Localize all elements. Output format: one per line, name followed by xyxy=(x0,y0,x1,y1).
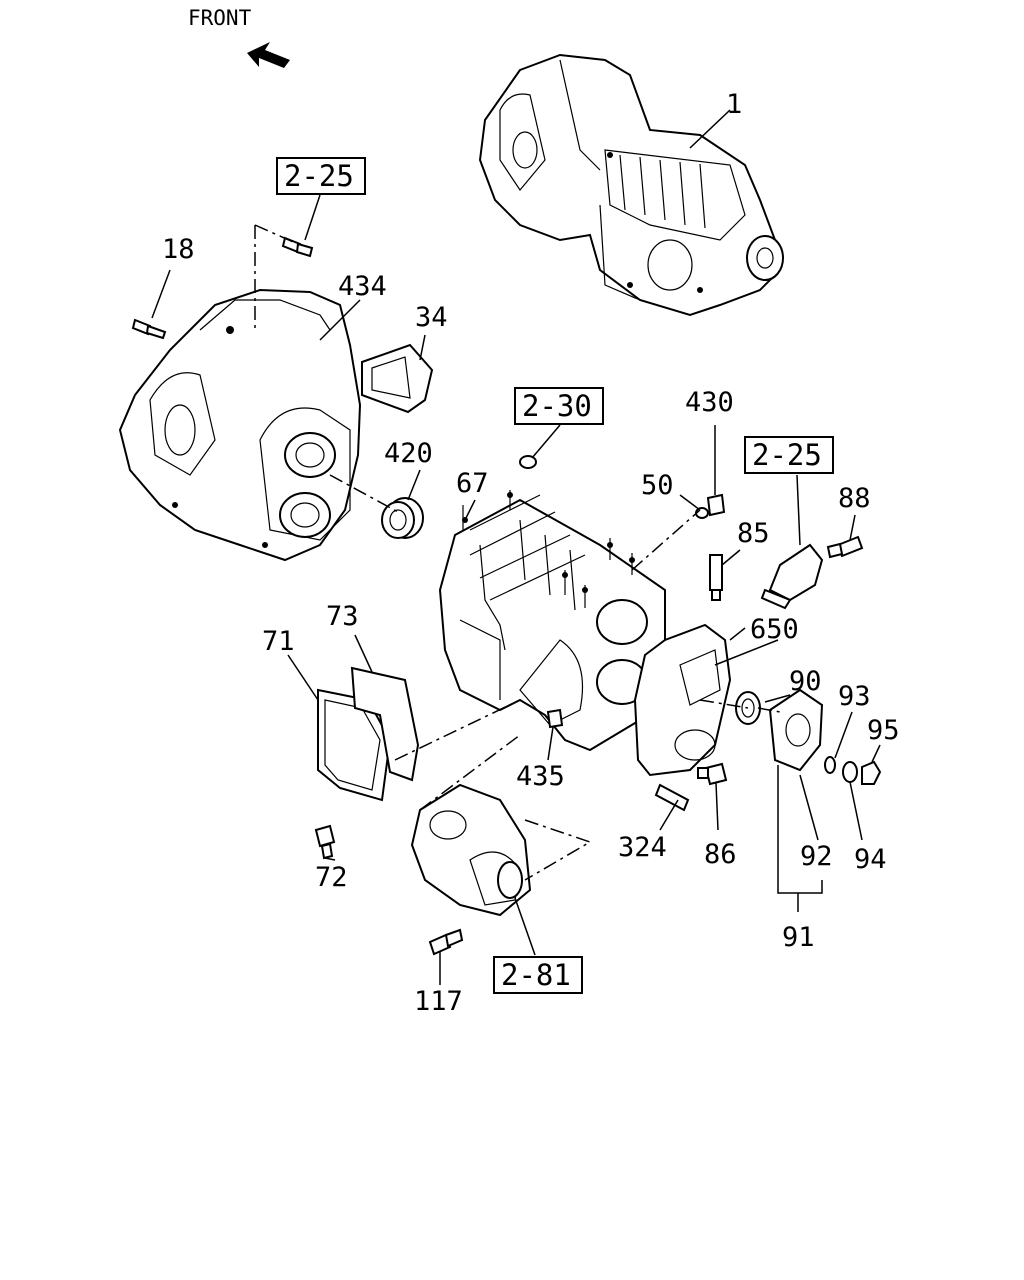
callout: 95 xyxy=(867,715,900,746)
stud-324 xyxy=(654,783,690,812)
ref-box-2: 2-30 xyxy=(514,387,604,425)
callout: 50 xyxy=(641,470,674,501)
callout: 67 xyxy=(456,468,489,499)
callout: 430 xyxy=(685,387,734,418)
bolt-72 xyxy=(314,824,336,860)
rear-cover-650 xyxy=(633,623,732,777)
callout: 90 xyxy=(789,666,822,697)
svg-text:2-30: 2-30 xyxy=(522,389,592,423)
washer-50 xyxy=(695,507,709,519)
callout: 34 xyxy=(415,302,448,333)
callout: 91 xyxy=(782,922,815,953)
callout: 88 xyxy=(838,483,871,514)
callout: 71 xyxy=(262,626,295,657)
callout: 1 xyxy=(726,89,742,120)
callout: 18 xyxy=(162,234,195,265)
flange-92 xyxy=(768,688,824,772)
transmission-assembly xyxy=(478,53,784,317)
speedometer-gear xyxy=(760,543,824,610)
bolt-88 xyxy=(826,535,864,559)
ref-box-1: 2-25 xyxy=(276,157,366,195)
callout: 650 xyxy=(750,614,799,645)
ref-box-4: 2-81 xyxy=(493,956,583,994)
bolt-2-25 xyxy=(281,236,314,258)
gasket-73 xyxy=(350,666,420,782)
svg-text:2-81: 2-81 xyxy=(501,958,571,992)
plug-2-30 xyxy=(519,455,537,469)
bolt-430 xyxy=(706,493,726,517)
pto-unit xyxy=(410,783,532,917)
nut-95 xyxy=(861,760,882,785)
clutch-housing xyxy=(118,288,362,562)
leader-lines xyxy=(151,109,881,985)
callout: 92 xyxy=(800,841,833,872)
bolt-86 xyxy=(697,762,728,786)
callout: 324 xyxy=(618,832,667,863)
switch-85 xyxy=(709,554,723,601)
callout: 420 xyxy=(384,438,433,469)
callout: 434 xyxy=(338,271,387,302)
transmission-case xyxy=(438,490,666,752)
svg-text:2-25: 2-25 xyxy=(284,159,354,193)
ref-box-3: 2-25 xyxy=(744,436,834,474)
callout: 73 xyxy=(326,601,359,632)
bolt-435 xyxy=(546,708,564,729)
assembly-lines xyxy=(254,224,781,881)
bolt-117 xyxy=(428,928,464,956)
front-label: FRONT xyxy=(188,6,252,30)
callout: 72 xyxy=(315,862,348,893)
callout: 435 xyxy=(516,761,565,792)
oil-seal-420 xyxy=(381,497,424,539)
boot-34 xyxy=(361,343,434,414)
callout: 85 xyxy=(737,518,770,549)
callout: 117 xyxy=(414,986,463,1017)
callout-labels: 1 18 434 34 420 67 430 50 85 88 650 90 9… xyxy=(162,89,900,1017)
front-arrow-icon xyxy=(247,42,290,68)
callout: 94 xyxy=(854,844,887,875)
callout: 93 xyxy=(838,681,871,712)
o-ring-93 xyxy=(824,756,836,774)
bolt-18 xyxy=(131,318,167,340)
callout: 86 xyxy=(704,839,737,870)
svg-text:2-25: 2-25 xyxy=(752,438,822,472)
washer-94 xyxy=(842,761,858,783)
